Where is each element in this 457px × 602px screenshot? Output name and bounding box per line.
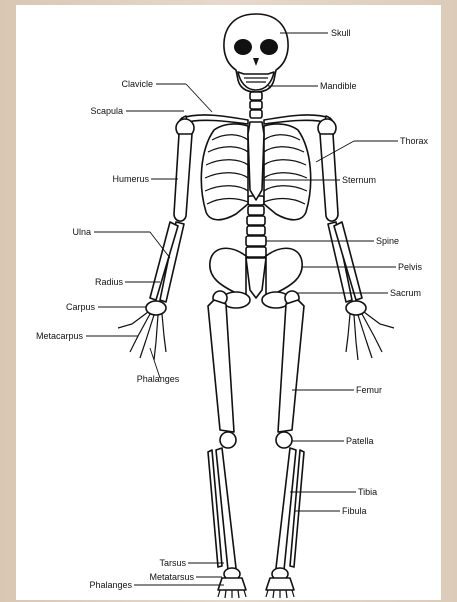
phalanges-hand: [118, 324, 394, 360]
label-pelvis: Pelvis: [398, 262, 423, 272]
tibia: [216, 448, 296, 570]
label-scapula: Scapula: [90, 106, 123, 116]
label-phalanges-hand: Phalanges: [137, 374, 180, 384]
phalanges-foot: [218, 590, 294, 598]
label-spine: Spine: [376, 236, 399, 246]
label-sacrum: Sacrum: [390, 288, 421, 298]
label-tarsus: Tarsus: [159, 558, 186, 568]
patella: [220, 432, 292, 448]
label-tibia: Tibia: [358, 487, 377, 497]
label-metacarpus: Metacarpus: [36, 331, 84, 341]
label-fibula: Fibula: [342, 506, 367, 516]
label-phalanges-foot: Phalanges: [89, 580, 132, 590]
labels: Skull Clavicle Mandible Scapula Thorax H…: [36, 28, 429, 590]
label-humerus: Humerus: [112, 174, 149, 184]
skeleton-diagram: Skull Clavicle Mandible Scapula Thorax H…: [16, 5, 441, 600]
label-skull: Skull: [331, 28, 351, 38]
label-thorax: Thorax: [400, 136, 429, 146]
metacarpus: [132, 312, 380, 342]
label-ulna: Ulna: [72, 227, 91, 237]
label-carpus: Carpus: [66, 302, 96, 312]
carpus: [146, 301, 366, 315]
label-femur: Femur: [356, 385, 382, 395]
label-radius: Radius: [95, 277, 124, 287]
femur: [208, 300, 304, 432]
label-metatarsus: Metatarsus: [149, 572, 194, 582]
diagram-panel: Skull Clavicle Mandible Scapula Thorax H…: [16, 5, 441, 600]
label-mandible: Mandible: [320, 81, 357, 91]
sternum: [248, 122, 264, 200]
label-clavicle: Clavicle: [121, 79, 153, 89]
label-patella: Patella: [346, 436, 374, 446]
metatarsus: [218, 578, 294, 590]
label-sternum: Sternum: [342, 175, 376, 185]
